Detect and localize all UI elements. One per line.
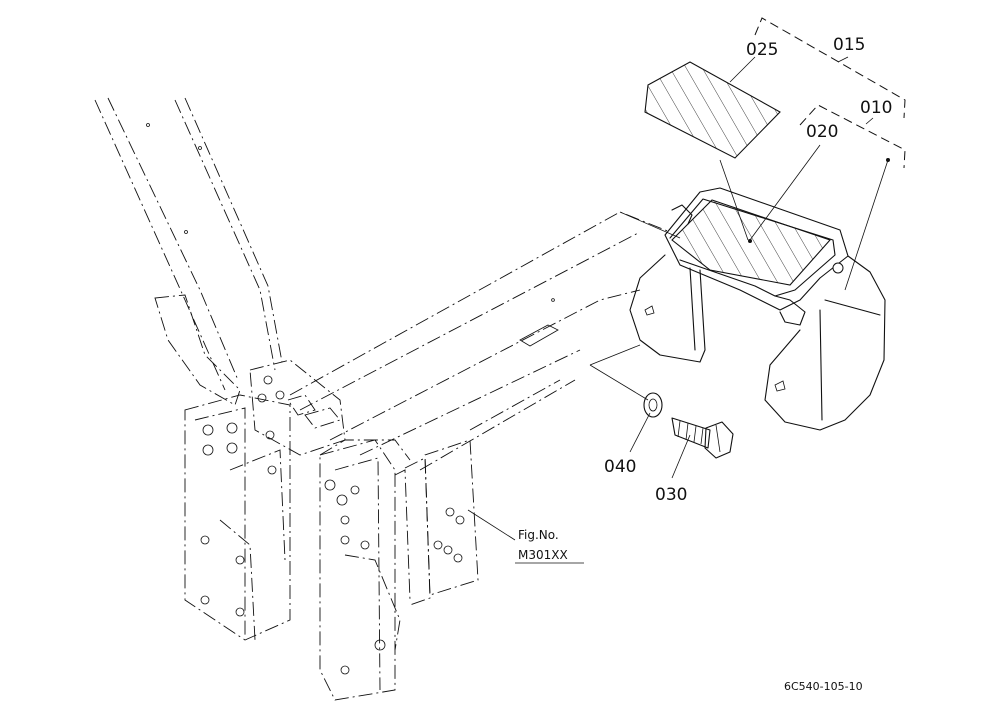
callout-025: 025 [746, 40, 778, 60]
label-025-hatched [644, 61, 781, 159]
callout-020: 020 [806, 122, 838, 142]
fig-no-label: Fig.No. [518, 528, 559, 542]
tractor-frame-outline [94, 97, 671, 701]
bolt [671, 417, 734, 459]
drawing-code: 6C540-105-10 [784, 680, 863, 693]
callout-leaders [467, 17, 906, 564]
spring-washer [643, 392, 663, 418]
alignment-lines [589, 211, 681, 401]
callout-010: 010 [860, 98, 892, 118]
fig-no-reference: M301XX [518, 548, 568, 562]
hood-bracket [629, 187, 886, 431]
callout-040: 040 [604, 457, 636, 477]
callout-030: 030 [655, 485, 687, 505]
callout-015: 015 [833, 35, 865, 55]
